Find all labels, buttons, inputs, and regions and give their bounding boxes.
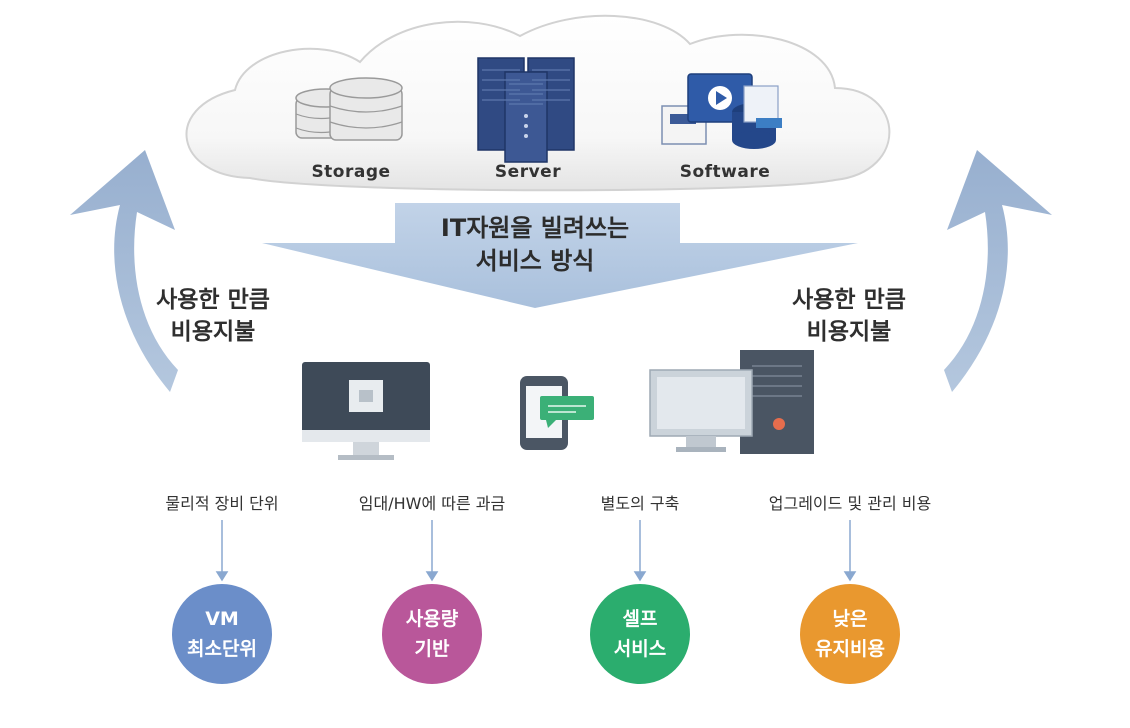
circle-low-line-1: 낮은	[832, 608, 868, 630]
right-pay-line-2: 비용지불	[806, 319, 892, 345]
item-label-physical: 물리적 장비 단위	[165, 494, 279, 513]
funnel-line-2: 서비스 방식	[475, 247, 595, 275]
server-label: Server	[494, 162, 562, 182]
funnel-arrow	[262, 203, 858, 308]
circle-usage-line-2: 기반	[414, 638, 450, 660]
software-label: Software	[679, 162, 771, 182]
smartphone-chat-icon	[520, 376, 594, 450]
monitor-icon	[302, 362, 430, 460]
item-label-build: 별도의 구축	[600, 494, 680, 513]
circle-vm-min-unit: VM 최소단위	[172, 584, 272, 684]
right-curved-arrow	[944, 150, 1052, 392]
circle-low-maintenance: 낮은 유지비용	[800, 584, 900, 684]
server-rack-icon	[477, 57, 575, 163]
connector-arrows	[215, 520, 857, 582]
right-pay-label: 사용한 만큼 비용지불	[764, 284, 934, 348]
left-curved-arrow	[70, 150, 178, 392]
item-label-rental: 임대/HW에 따른 과금	[358, 494, 506, 513]
circle-self-service: 셀프 서비스	[590, 584, 690, 684]
circle-vm-line-1: VM	[205, 608, 239, 630]
left-pay-line-2: 비용지불	[170, 319, 256, 345]
circle-usage-line-1: 사용량	[405, 608, 459, 630]
funnel-line-1: IT자원을 빌려쓰는	[440, 214, 630, 242]
storage-label: Storage	[311, 162, 391, 182]
left-pay-line-1: 사용한 만큼	[156, 287, 270, 313]
right-pay-line-1: 사용한 만큼	[792, 287, 906, 313]
circle-usage-based: 사용량 기반	[382, 584, 482, 684]
database-storage-icon	[295, 77, 403, 141]
circle-low-line-2: 유지비용	[815, 638, 885, 660]
item-label-upgrade: 업그레이드 및 관리 비용	[768, 494, 932, 513]
left-pay-label: 사용한 만큼 비용지불	[128, 284, 298, 348]
desktop-pc-icon	[649, 350, 814, 454]
circle-vm-line-2: 최소단위	[187, 638, 257, 660]
circle-self-line-2: 서비스	[613, 638, 667, 660]
funnel-title: IT자원을 빌려쓰는 서비스 방식	[380, 212, 690, 278]
software-documents-icon	[661, 73, 782, 149]
circle-self-line-1: 셀프	[622, 608, 658, 630]
